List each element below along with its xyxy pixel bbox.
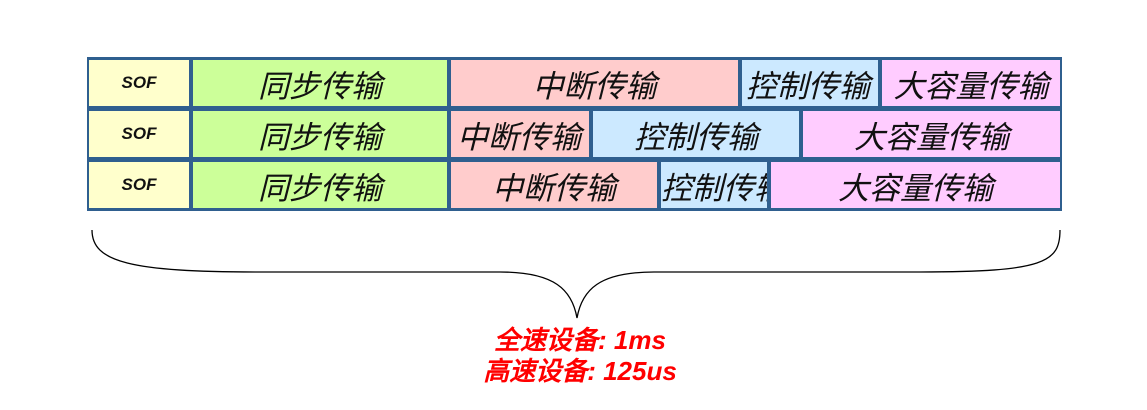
isochronous-segment: 同步传输 — [191, 58, 449, 108]
frame-row-3: SOF 同步传输 中断传输 控制传输 大容量传输 — [87, 160, 1062, 210]
interrupt-segment: 中断传输 — [449, 58, 740, 108]
bulk-segment: 大容量传输 — [880, 58, 1062, 108]
interrupt-segment: 中断传输 — [449, 109, 591, 159]
control-segment: 控制传输 — [591, 109, 801, 159]
control-segment: 控制传输 — [740, 58, 880, 108]
sof-segment: SOF — [87, 58, 191, 108]
sof-segment: SOF — [87, 109, 191, 159]
interrupt-segment: 中断传输 — [449, 160, 659, 210]
caption-high-speed: 高速设备: 125us — [483, 356, 677, 386]
frame-row-2: SOF 同步传输 中断传输 控制传输 大容量传输 — [87, 109, 1062, 159]
sof-segment: SOF — [87, 160, 191, 210]
isochronous-segment: 同步传输 — [191, 160, 449, 210]
frame-row-1: SOF 同步传输 中断传输 控制传输 大容量传输 — [87, 58, 1062, 108]
frame-diagram: SOF 同步传输 中断传输 控制传输 大容量传输 SOF 同步传输 中断传输 控… — [87, 57, 1062, 211]
isochronous-segment: 同步传输 — [191, 109, 449, 159]
caption-full-speed: 全速设备: 1ms — [494, 325, 666, 355]
bulk-segment: 大容量传输 — [769, 160, 1062, 210]
control-segment: 控制传输 — [659, 160, 769, 210]
bulk-segment: 大容量传输 — [801, 109, 1062, 159]
